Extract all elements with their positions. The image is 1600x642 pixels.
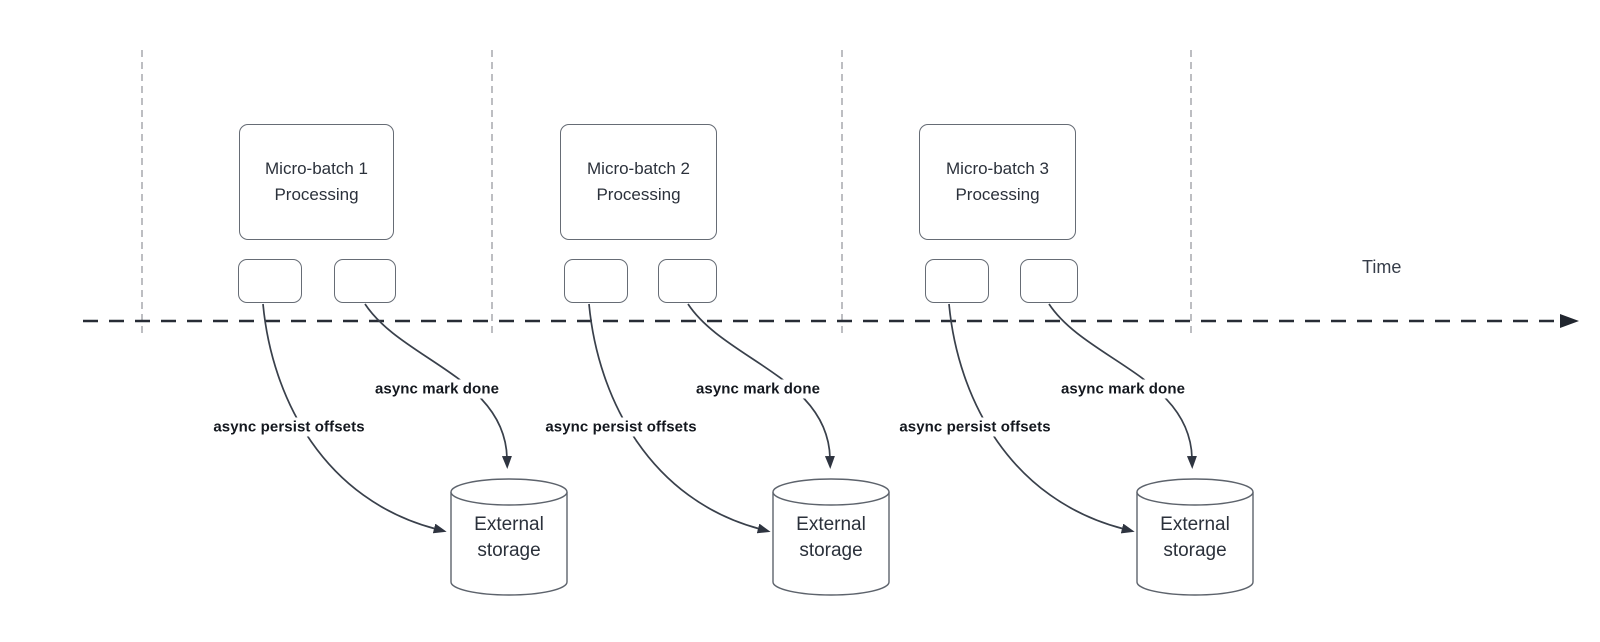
micro-batch-1-title-line2: Processing xyxy=(274,185,359,204)
external-storage-label-2: External storage xyxy=(773,512,889,564)
offset-commit-task-box-3 xyxy=(925,259,989,303)
mark-done-arrow-3 xyxy=(1048,303,1197,469)
persist-offsets-label-2: async persist offsets xyxy=(541,417,701,437)
micro-batch-2-title-line1: Micro-batch 2 xyxy=(587,158,690,178)
micro-batch-1-title-line1: Micro-batch 1 xyxy=(265,158,368,178)
micro-batch-3-title-line1: Micro-batch 3 xyxy=(946,158,1049,178)
external-storage-label-1-line2: storage xyxy=(477,540,541,562)
mark-done-task-box-3 xyxy=(1020,259,1078,303)
external-storage-label-2-line1: External xyxy=(796,514,866,535)
persist-offsets-arrow-1 xyxy=(262,303,447,534)
external-storage-label-3-line2: storage xyxy=(1163,540,1227,562)
external-storage-label-2-line2: storage xyxy=(799,540,863,562)
mark-done-task-box-2 xyxy=(658,259,717,303)
time-axis-label: Time xyxy=(1362,257,1402,277)
external-storage-cylinder-1 xyxy=(450,478,568,596)
offset-commit-task-box-1 xyxy=(238,259,302,303)
persist-offsets-arrow-3 xyxy=(948,303,1135,534)
external-storage-cylinder-3 xyxy=(1136,478,1254,596)
micro-batch-2-processing-box: Micro-batch 2 Processing xyxy=(560,124,717,240)
mark-done-arrow-2 xyxy=(687,303,835,469)
mark-done-task-box-1 xyxy=(334,259,396,303)
micro-batch-1-processing-box: Micro-batch 1 Processing xyxy=(239,124,394,240)
mark-done-label-1: async mark done xyxy=(370,379,504,399)
mark-done-label-2: async mark done xyxy=(691,379,825,399)
micro-batch-3-title-line2: Processing xyxy=(955,185,1040,204)
persist-offsets-arrow-2 xyxy=(588,303,771,534)
mark-done-arrow-1 xyxy=(364,303,512,469)
external-storage-cylinder-2 xyxy=(772,478,890,596)
external-storage-label-3-line1: External xyxy=(1160,514,1230,535)
external-storage-label-1: External storage xyxy=(451,512,567,564)
external-storage-label-1-line1: External xyxy=(474,514,544,535)
external-storage-label-3: External storage xyxy=(1137,512,1253,564)
persist-offsets-label-3: async persist offsets xyxy=(895,417,1055,437)
persist-offsets-label-1: async persist offsets xyxy=(209,417,369,437)
mark-done-label-3: async mark done xyxy=(1056,379,1190,399)
offset-commit-task-box-2 xyxy=(564,259,628,303)
micro-batch-2-title-line2: Processing xyxy=(596,185,681,204)
micro-batch-3-processing-box: Micro-batch 3 Processing xyxy=(919,124,1076,240)
